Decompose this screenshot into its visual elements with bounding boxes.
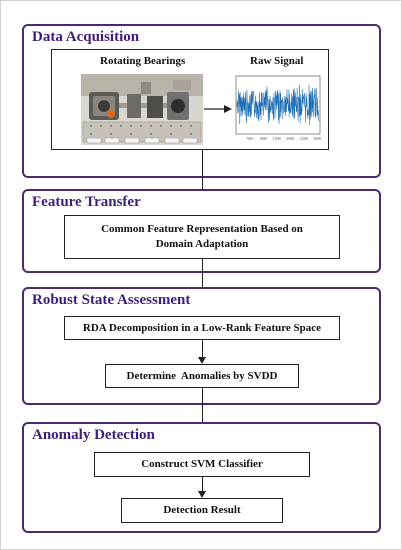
signal-tick-label: 2500 [300, 136, 308, 141]
section-title: Robust State Assessment [32, 292, 191, 308]
arrow-shaft [202, 340, 203, 358]
svdd-label: Determine Anomalies by SVDD [126, 369, 278, 382]
signal-tick-label: 1000 [259, 136, 267, 141]
svm-classifier-label: Construct SVM Classifier [141, 458, 263, 470]
signal-tick-label: 1500 [273, 136, 281, 141]
common-feature-line2: Domain Adaptation [155, 238, 249, 250]
signal-tick-label: 3000 [313, 136, 321, 141]
section-title: Anomaly Detection [32, 427, 155, 443]
signal-tick-labels: 500 1000 1500 2000 2500 3000 [247, 136, 322, 141]
common-feature-box: Common Feature Representation Based on D… [64, 215, 340, 259]
arrow-shaft [202, 388, 203, 446]
arrow-head [198, 491, 206, 498]
signal-tick-label: 500 [247, 136, 253, 141]
rda-decomposition-box: RDA Decomposition in a Low-Rank Feature … [64, 316, 340, 340]
common-feature-line1: Common Feature Representation Based on [101, 223, 303, 235]
svdd-box: Determine Anomalies by SVDD [105, 364, 299, 388]
acquisition-arrow [204, 105, 232, 113]
arrow-shaft [202, 477, 203, 491]
arrow-head [198, 357, 206, 364]
section-title: Data Acquisition [32, 29, 140, 45]
rotating-bearings-caption: Rotating Bearings [100, 55, 186, 67]
svm-classifier-box: Construct SVM Classifier [94, 452, 310, 477]
rda-decomposition-label: RDA Decomposition in a Low-Rank Feature … [82, 321, 322, 334]
bearing-rig-photo [81, 74, 203, 145]
signal-tick-label: 2000 [286, 136, 294, 141]
arrow-shaft [202, 150, 203, 208]
signal-waveform [236, 84, 320, 126]
arrow-shaft [202, 259, 203, 309]
raw-signal-plot: 500 1000 1500 2000 2500 3000 [235, 75, 322, 141]
raw-signal-caption: Raw Signal [250, 55, 304, 67]
detection-result-label: Detection Result [163, 504, 241, 516]
section-title: Feature Transfer [32, 194, 141, 210]
detection-result-box: Detection Result [121, 498, 283, 523]
